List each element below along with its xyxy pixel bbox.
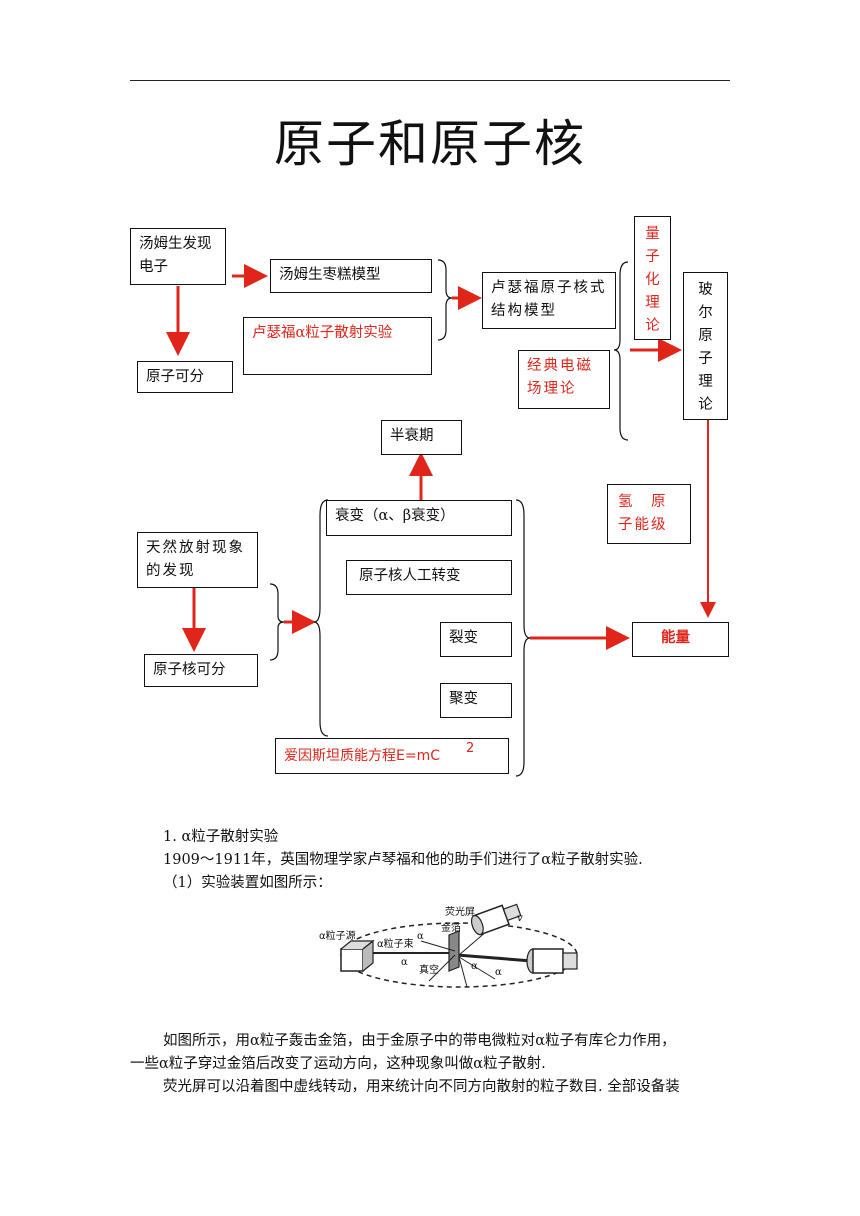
- box-artificial-transmutation-text: 原子核人工转变: [359, 568, 461, 584]
- label-v: v: [517, 913, 523, 924]
- bohr-char-3: 原: [698, 328, 713, 344]
- box-nucleus-divisible: 原子核可分: [144, 654, 258, 687]
- label-foil: 金箔: [441, 921, 461, 934]
- scatter-ray-4: [458, 956, 496, 980]
- brace-left-2: [613, 261, 629, 441]
- scattering-apparatus-figure: α粒子源 α粒子束 荧光屏 金箔 真空 α α α α v: [319, 903, 578, 988]
- quantum-char-2: 子: [645, 249, 660, 265]
- brace-right-3: [269, 583, 285, 661]
- box-rutherford-model-text: 卢瑟福原子核式结构模型: [491, 280, 607, 319]
- box-classical-em-text: 经典电磁场理论: [527, 358, 593, 397]
- box-energy-text: 能量: [661, 630, 690, 646]
- section-heading: 1. α粒子散射实验: [163, 829, 279, 845]
- header-rule: [130, 80, 730, 81]
- box-rutherford-experiment: 卢瑟福α粒子散射实验: [243, 317, 432, 375]
- scatter-ray-3: [458, 930, 488, 956]
- brace-left-4: [313, 499, 329, 737]
- brace-right-5: [515, 499, 531, 777]
- label-alpha-4: α: [495, 967, 502, 978]
- concept-map-connectors: [166, 259, 716, 777]
- box-radioactivity: 天然放射现象的发现: [137, 532, 258, 588]
- box-fusion-text: 聚变: [449, 691, 478, 707]
- box-atom-divisible-text: 原子可分: [146, 369, 204, 385]
- scatter-ray-5: [458, 956, 468, 988]
- quantum-char-3: 化: [645, 272, 660, 288]
- bohr-char-1: 玻: [698, 282, 713, 298]
- quantum-char-4: 理: [645, 295, 660, 311]
- bohr-char-6: 论: [698, 397, 713, 413]
- box-hydrogen-levels: 氢 原子能级: [607, 484, 691, 544]
- screen-microscope-top: [470, 903, 522, 936]
- box-half-life-text: 半衰期: [390, 428, 434, 444]
- label-alpha-3: α: [471, 961, 478, 972]
- box-radioactivity-text: 天然放射现象的发现: [146, 540, 245, 579]
- bohr-char-2: 尔: [698, 305, 713, 321]
- page-title: 原子和原子核: [274, 115, 586, 173]
- box-energy: 能量: [632, 622, 729, 657]
- screen-microscope-right: [526, 948, 578, 974]
- box-hydrogen-levels-text: 氢 原子能级: [618, 494, 668, 533]
- box-plum-model: 汤姆生枣糕模型: [270, 259, 432, 293]
- scatter-ray-2: [428, 954, 456, 982]
- box-atom-divisible: 原子可分: [137, 361, 233, 393]
- box-quantum-theory: 量 子 化 理 论: [634, 216, 671, 340]
- brace-right-1: [437, 259, 453, 341]
- box-einstein-text: 爱因斯坦质能方程E=mC: [284, 748, 440, 764]
- label-vacuum: 真空: [419, 963, 439, 976]
- transmitted-beam-line: [456, 953, 533, 963]
- box-half-life: 半衰期: [381, 420, 462, 455]
- text-line-2: （1）实验装置如图所示：: [163, 875, 332, 891]
- box-einstein: 爱因斯坦质能方程E=mC 2: [275, 738, 509, 774]
- box-rutherford-model: 卢瑟福原子核式结构模型: [482, 272, 616, 329]
- box-rutherford-experiment-text: 卢瑟福α粒子散射实验: [252, 325, 393, 341]
- box-thomson: 汤姆生发现电子: [130, 228, 226, 285]
- box-thomson-text: 汤姆生发现电子: [139, 236, 212, 275]
- alpha-source-block: [340, 948, 364, 972]
- box-artificial-transmutation: 原子核人工转变: [346, 560, 512, 595]
- paragraph-2-line-1: 荧光屏可以沿着图中虚线转动，用来统计向不同方向散射的粒子数目. 全部设备装: [163, 1079, 680, 1095]
- label-alpha-2: α: [401, 957, 408, 968]
- box-fission: 裂变: [440, 622, 512, 657]
- box-nucleus-divisible-text: 原子核可分: [153, 662, 226, 678]
- label-screen: 荧光屏: [445, 905, 475, 918]
- quantum-char-5: 论: [645, 318, 660, 334]
- box-decay: 衰变（α、β衰变）: [326, 500, 512, 536]
- label-alpha-source: α粒子源: [319, 929, 356, 942]
- box-fusion: 聚变: [440, 683, 512, 718]
- box-einstein-exponent: 2: [466, 741, 475, 756]
- box-plum-model-text: 汤姆生枣糕模型: [279, 267, 381, 283]
- bohr-char-5: 理: [698, 374, 713, 390]
- box-bohr-theory: 玻 尔 原 子 理 论: [683, 272, 728, 420]
- text-line-1: 1909～1911年，英国物理学家卢琴福和他的助手们进行了α粒子散射实验.: [163, 852, 643, 868]
- box-decay-text: 衰变（α、β衰变）: [335, 508, 455, 524]
- box-classical-em: 经典电磁场理论: [518, 350, 610, 409]
- paragraph-1-line-2: 一些α粒子穿过金箔后改变了运动方向，这种现象叫做α粒子散射.: [130, 1056, 546, 1072]
- box-fission-text: 裂变: [449, 630, 478, 646]
- label-alpha-1: α: [417, 931, 424, 942]
- bohr-char-4: 子: [698, 351, 713, 367]
- quantum-char-1: 量: [645, 226, 660, 242]
- paragraph-1-line-1: 如图所示，用α粒子轰击金箔，由于金原子中的带电微粒对α粒子有库仑力作用，: [163, 1033, 676, 1049]
- scatter-ray-1: [420, 940, 456, 952]
- label-alpha-beam: α粒子束: [377, 937, 414, 950]
